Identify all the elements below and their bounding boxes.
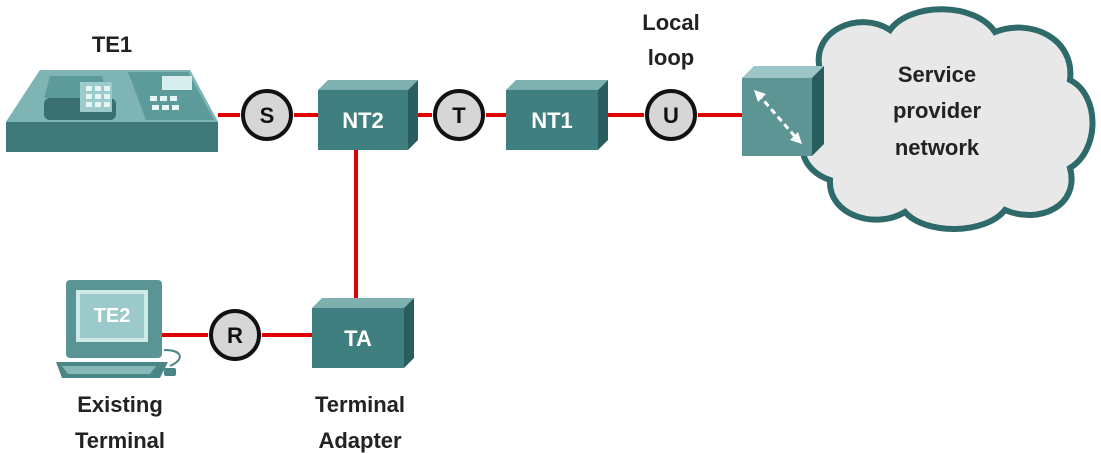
reference-point-u: U: [645, 89, 697, 141]
reference-point-u-label: U: [663, 103, 679, 128]
reference-point-s: S: [241, 89, 293, 141]
te2-screen-label: TE2: [94, 305, 131, 327]
existing-terminal-label-line1: Existing: [77, 392, 163, 417]
cloud-label-line1: Service: [898, 62, 976, 87]
computer-terminal-icon: TE2: [56, 280, 181, 378]
existing-terminal-label-line2: Terminal: [75, 428, 165, 453]
reference-point-s-label: S: [260, 103, 275, 128]
nt2-label: NT2: [342, 108, 384, 133]
ta-device: TA: [312, 298, 414, 368]
switch-icon: [742, 66, 824, 156]
terminal-adapter-label-line2: Adapter: [318, 428, 402, 453]
reference-point-t-label: T: [452, 103, 466, 128]
terminal-adapter-label-line1: Terminal: [315, 392, 405, 417]
local-loop-label-line2: loop: [648, 45, 694, 70]
local-loop-label-line1: Local: [642, 10, 699, 35]
isdn-telephone-icon: [6, 70, 218, 152]
nt2-device: NT2: [318, 80, 418, 150]
cloud-label-line3: network: [895, 135, 980, 160]
links: [162, 113, 744, 337]
nt1-device: NT1: [506, 80, 608, 150]
reference-point-t: T: [433, 89, 485, 141]
ta-label: TA: [344, 326, 372, 351]
te1-label: TE1: [92, 32, 132, 57]
reference-point-r-label: R: [227, 323, 243, 348]
nt1-label: NT1: [531, 108, 573, 133]
cloud-icon: Service provider network: [797, 6, 1096, 232]
reference-point-r: R: [209, 309, 261, 361]
cloud-label-line2: provider: [893, 98, 981, 123]
